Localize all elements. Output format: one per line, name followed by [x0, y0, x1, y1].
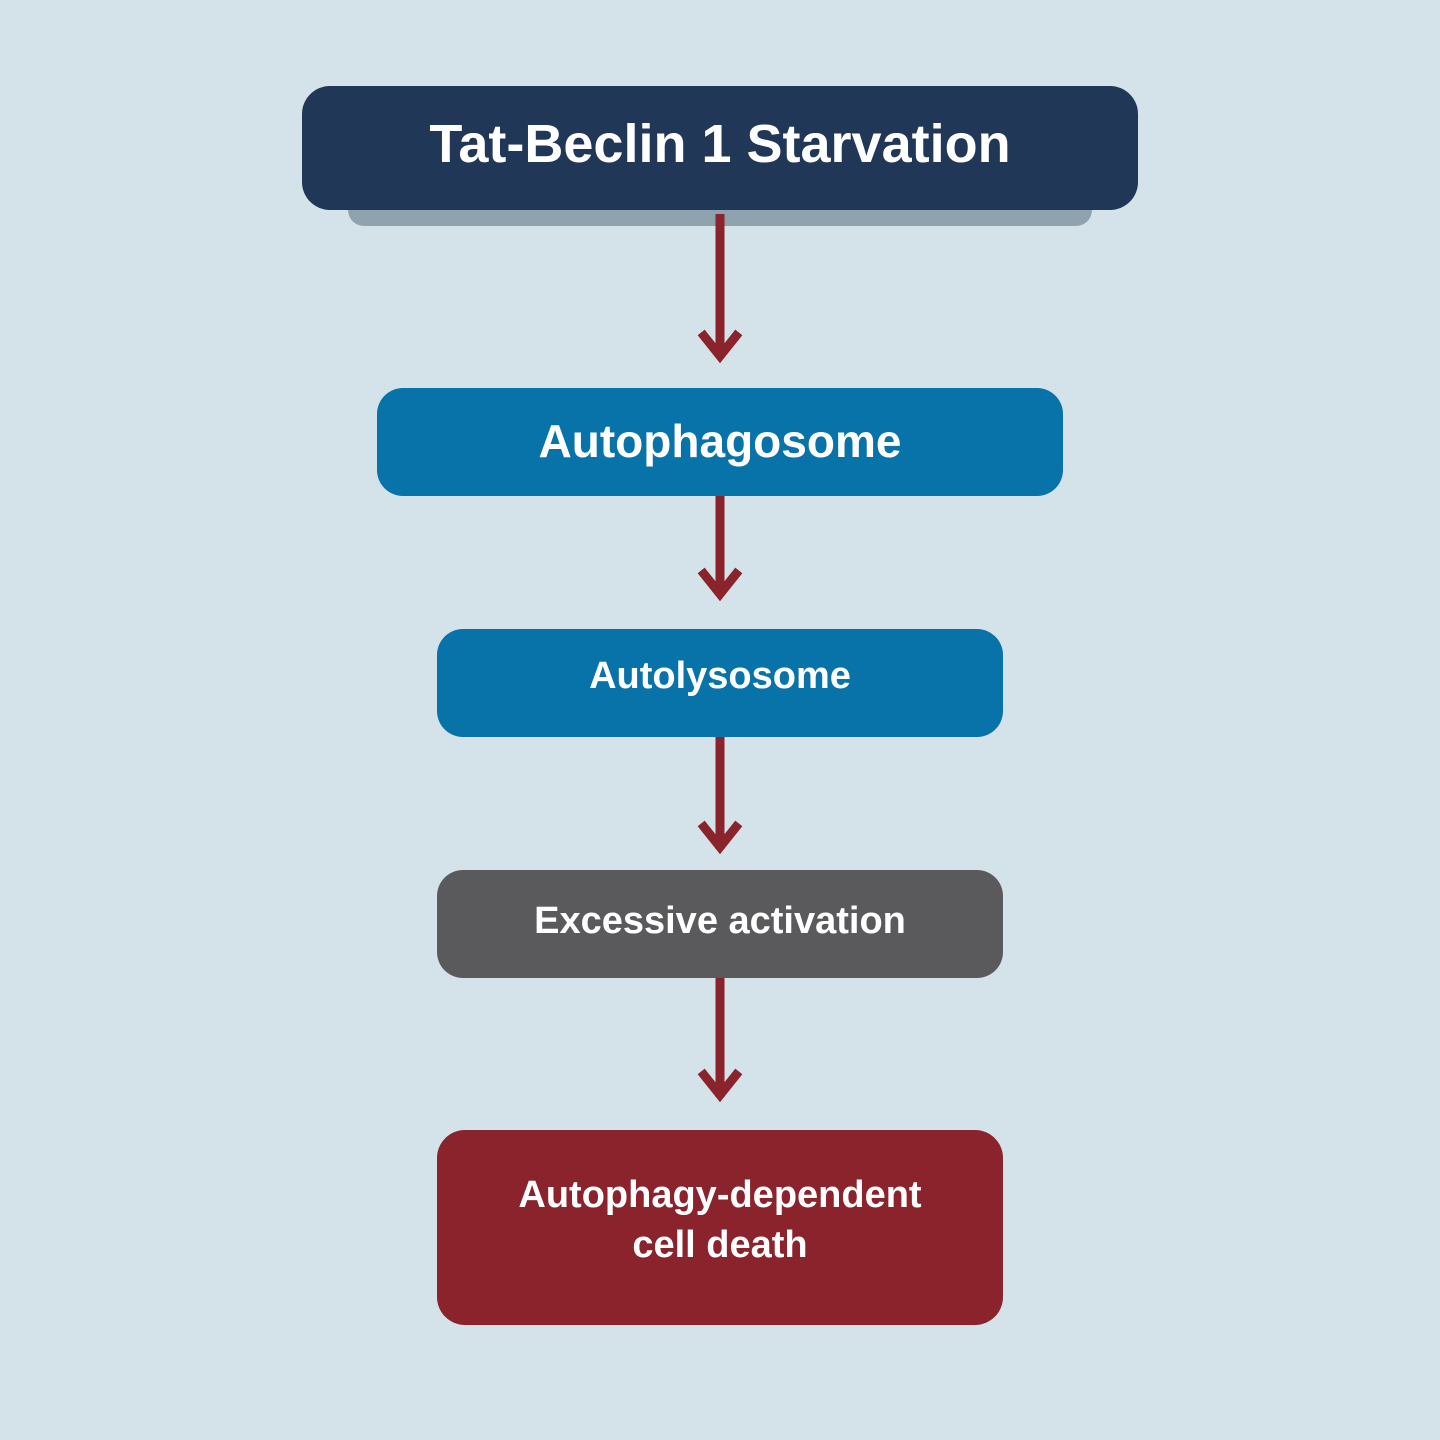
node-autophagy-dependent-cell-death: Autophagy-dependent cell death [437, 1130, 1003, 1325]
node-tat-beclin-starvation: Tat-Beclin 1 Starvation [302, 86, 1138, 210]
node-label-autolysosome: Autolysosome [589, 654, 851, 697]
node-autolysosome: Autolysosome [437, 629, 1003, 737]
arrow-excessive-to-death [697, 978, 743, 1103]
arrow-start-to-autophagosome [697, 214, 743, 364]
node-label-start: Tat-Beclin 1 Starvation [429, 114, 1011, 174]
node-label-death-line2: cell death [632, 1223, 808, 1266]
arrow-autolysosome-to-excessive [697, 737, 743, 855]
arrow-autophagosome-to-autolysosome [697, 496, 743, 602]
node-autophagosome: Autophagosome [377, 388, 1063, 496]
node-label-excessive: Excessive activation [534, 899, 906, 942]
node-label-death-line1: Autophagy-dependent [518, 1173, 922, 1216]
node-excessive-activation: Excessive activation [437, 870, 1003, 978]
node-label-autophagosome: Autophagosome [538, 415, 902, 467]
